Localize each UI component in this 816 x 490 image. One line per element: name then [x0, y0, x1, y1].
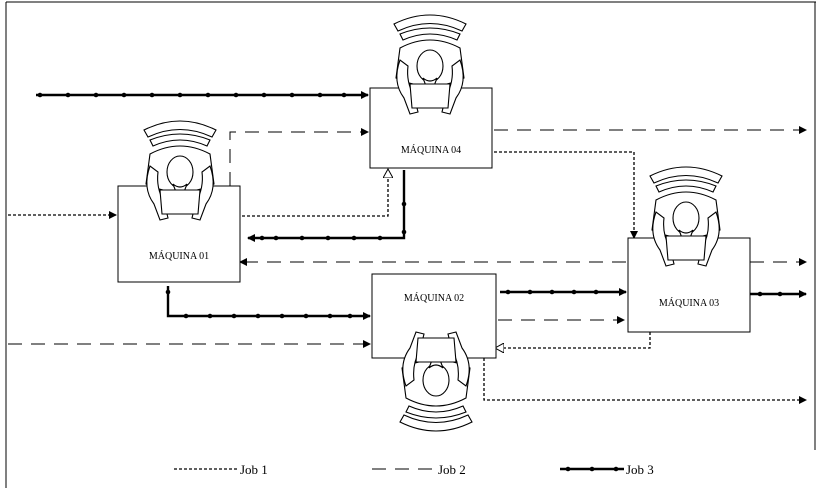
machine-03-label: MÁQUINA 03 — [659, 297, 719, 309]
job1-flow-m01-to-m04 — [242, 170, 388, 216]
job1-flow-m03-to-m02 — [496, 332, 650, 348]
legend-job1-label: Job 1 — [240, 462, 268, 477]
operator-m04-icon — [394, 15, 466, 114]
job1-flow-m02-exit — [484, 358, 806, 400]
job3-flow-m01-to-m02 — [168, 286, 370, 316]
operator-m01-icon — [144, 121, 216, 220]
job2-flow-m01-to-m04 — [230, 132, 368, 186]
job1-flow-m04-to-m03 — [494, 152, 634, 238]
job3-flow-m04-to-m01 — [248, 170, 404, 238]
machine-04-label: MÁQUINA 04 — [401, 144, 461, 156]
operator-m03-icon — [650, 167, 722, 266]
legend: Job 1 Job 2 Job 3 — [174, 462, 654, 477]
machine-02-label: MÁQUINA 02 — [404, 292, 464, 304]
job3-flow-dots-3 — [166, 290, 353, 319]
job3-flow-dots-2 — [260, 202, 407, 241]
machine-01-label: MÁQUINA 01 — [149, 250, 209, 262]
legend-job3-label: Job 3 — [626, 462, 654, 477]
operator-m02-icon — [400, 332, 472, 431]
legend-job2-label: Job 2 — [438, 462, 466, 477]
